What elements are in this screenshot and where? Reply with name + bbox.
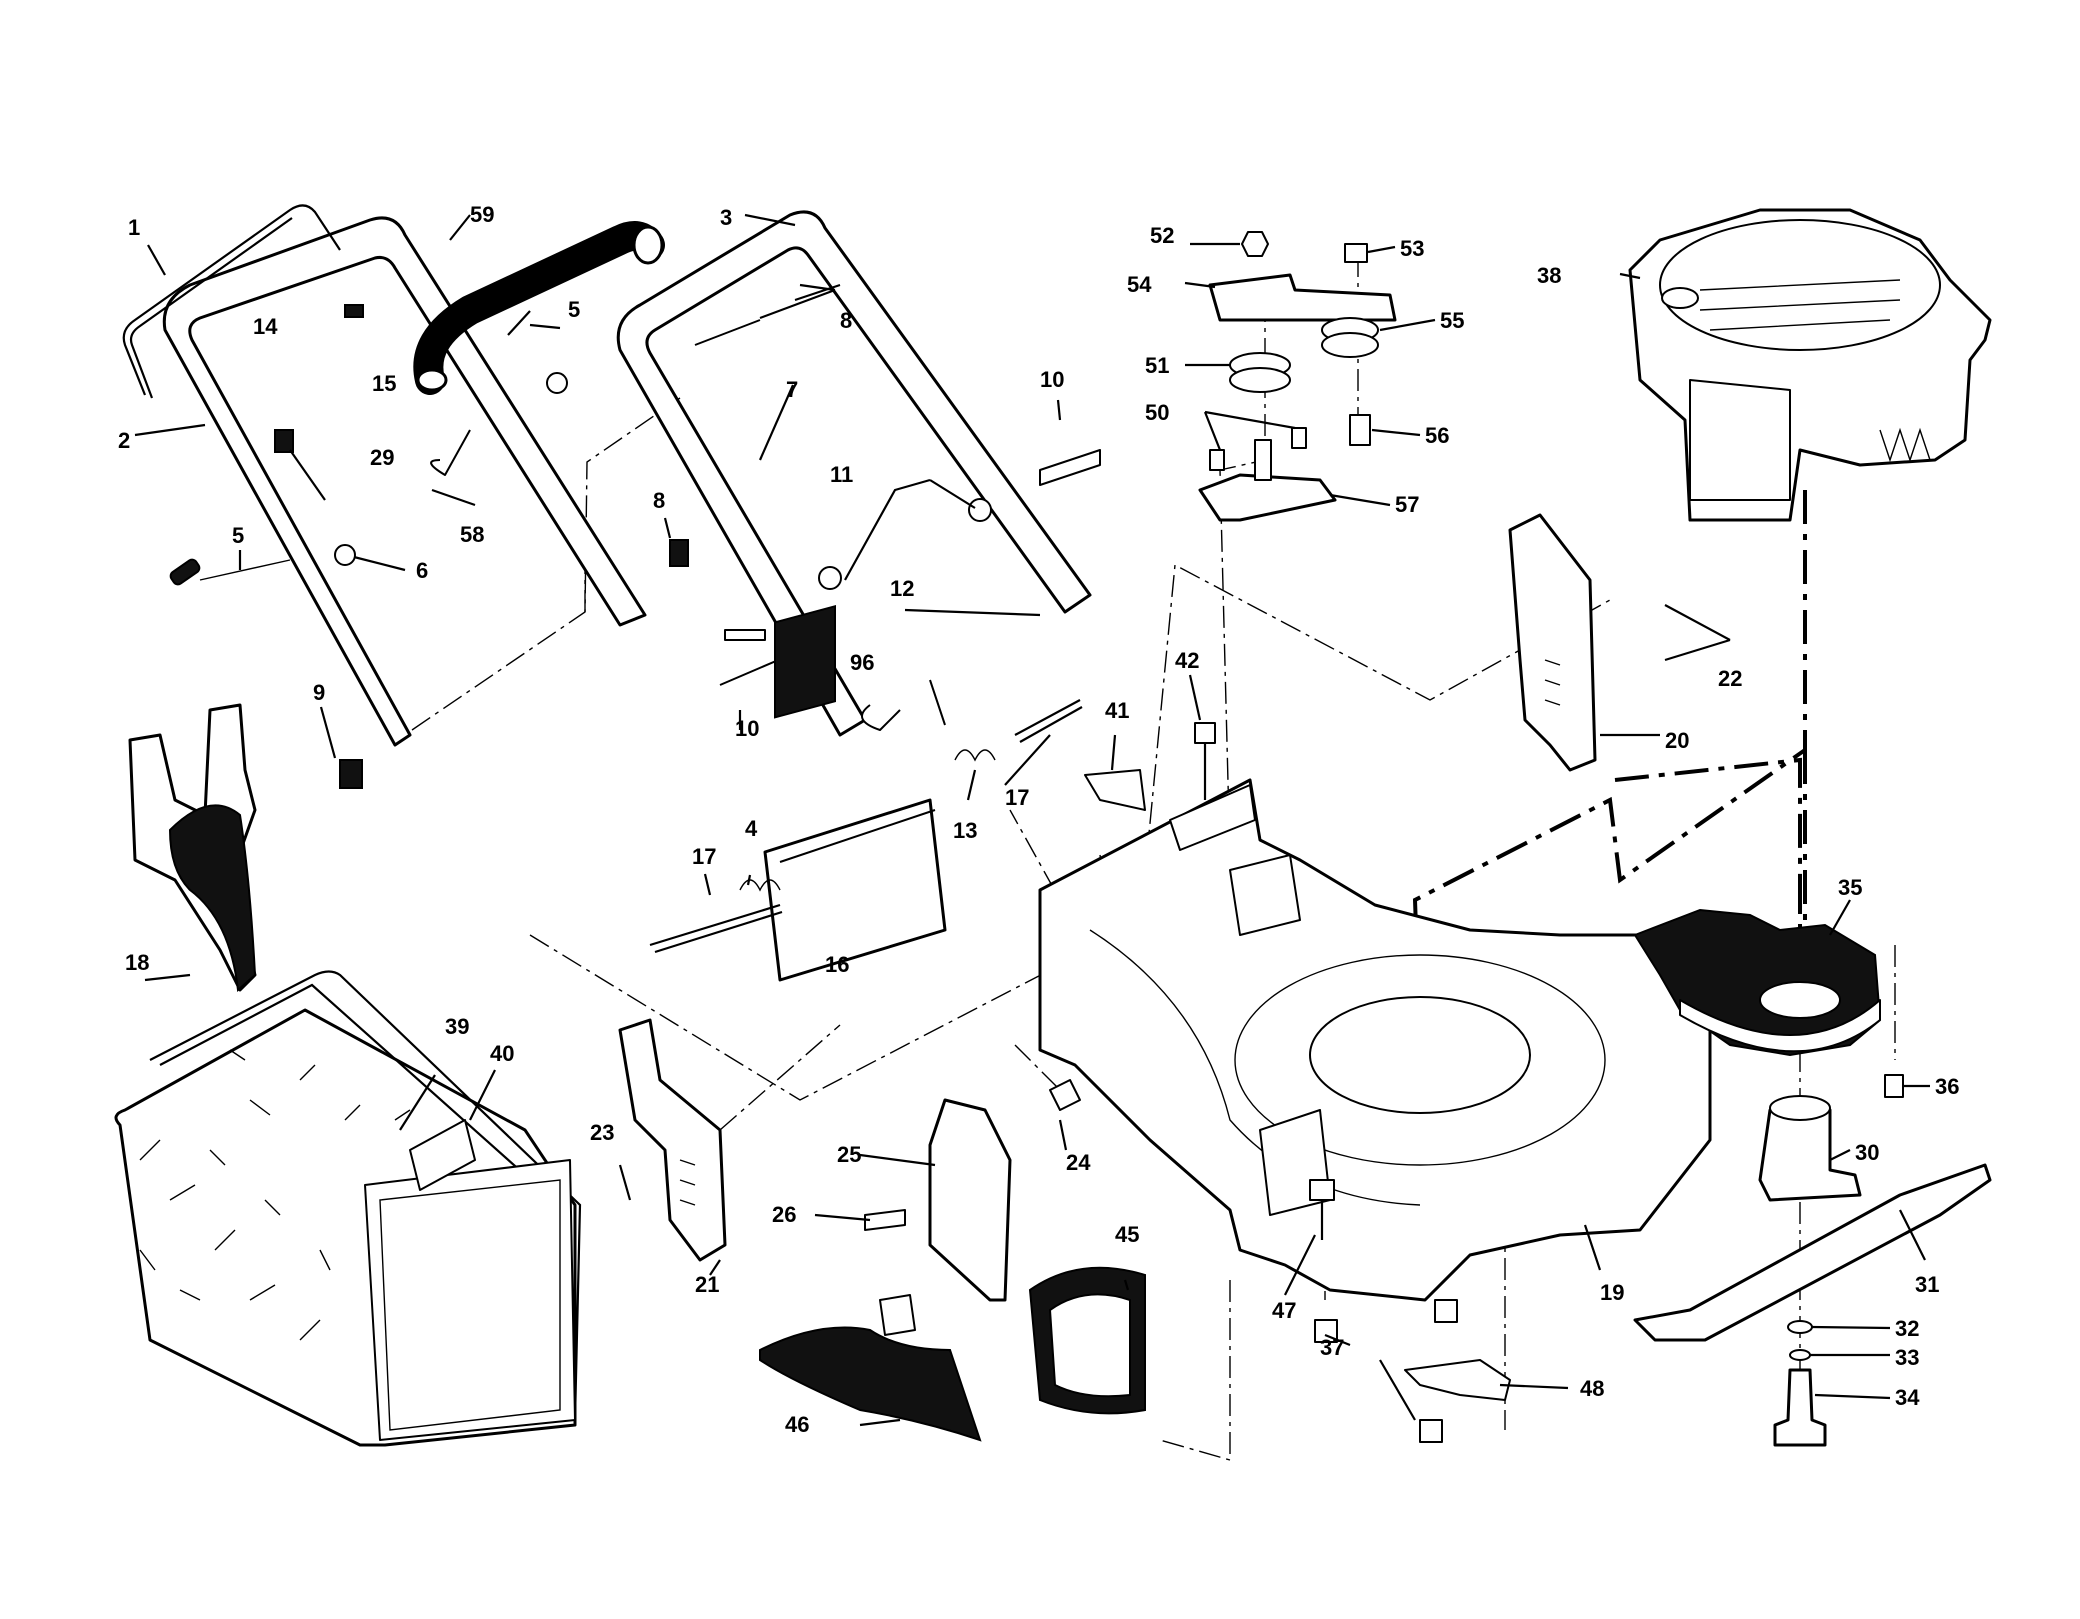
label-3: 4 <box>745 816 758 841</box>
label-10b: 10 <box>735 716 759 741</box>
label-37: 37 <box>1320 1335 1344 1360</box>
label-6: 7 <box>786 377 798 402</box>
label-41: 41 <box>1105 698 1129 723</box>
label-42: 42 <box>1175 648 1199 673</box>
label-11: 11 <box>830 462 853 487</box>
label-1: 2 <box>118 428 130 453</box>
label-31: 31 <box>1915 1272 1939 1297</box>
label-56: 56 <box>1425 423 1449 448</box>
label-10a: 10 <box>1040 367 1064 392</box>
label-5a: 5 <box>568 297 580 322</box>
label-25: 25 <box>837 1142 861 1167</box>
rear-door-16 <box>763 604 947 982</box>
rear-bracket-21 <box>618 1018 727 1262</box>
label-20: 20 <box>1665 728 1689 753</box>
rods-and-springs <box>649 699 1083 954</box>
pulley-assembly <box>1198 231 1397 522</box>
label-46: 46 <box>785 1412 809 1437</box>
label-33: 33 <box>1895 1345 1919 1370</box>
label-8b: 9 <box>313 680 325 705</box>
label-17b: 17 <box>692 844 716 869</box>
label-9: 1 <box>128 215 140 240</box>
label-59: 59 <box>470 202 494 227</box>
label-26: 26 <box>772 1202 796 1227</box>
label-34: 34 <box>1895 1385 1920 1410</box>
label-45: 45 <box>1115 1222 1139 1247</box>
label-54: 54 <box>1127 272 1152 297</box>
label-35: 35 <box>1838 875 1862 900</box>
label-13: 13 <box>953 818 977 843</box>
lower-handle-1 <box>162 216 647 747</box>
handle-hose-59 <box>413 221 665 395</box>
label-24: 24 <box>1066 1150 1091 1175</box>
label-21: 21 <box>695 1272 719 1297</box>
rear-bracket-20 <box>1508 513 1597 772</box>
engine-38 <box>1628 208 1992 522</box>
label-16: 16 <box>825 952 849 977</box>
label-8a: 8 <box>653 488 665 513</box>
label-7: 8 <box>840 308 852 333</box>
upper-handle-2 <box>616 210 1092 737</box>
label-4: 5 <box>232 523 244 548</box>
label-30: 30 <box>1855 1140 1879 1165</box>
part-labels: 1 2 3 4 5 5 6 7 8 8 9 10 10 11 12 13 14 … <box>118 202 1959 1437</box>
handle-hardware <box>169 284 1101 789</box>
label-96: 96 <box>850 650 874 675</box>
mower-deck-19 <box>1038 778 1712 1302</box>
label-22: 22 <box>1718 666 1742 691</box>
label-39: 39 <box>445 1014 469 1039</box>
mulching-plug-18 <box>128 703 257 993</box>
label-58: 58 <box>460 522 484 547</box>
label-40: 40 <box>490 1041 514 1066</box>
label-2: 3 <box>720 205 732 230</box>
label-12: 12 <box>890 576 914 601</box>
label-51: 51 <box>1145 353 1169 378</box>
blade-parts <box>1633 908 1992 1447</box>
label-32: 32 <box>1895 1316 1919 1341</box>
label-18: 18 <box>125 950 149 975</box>
label-5b: 6 <box>416 558 428 583</box>
label-23: 23 <box>590 1120 614 1145</box>
small-parts <box>759 722 1511 1443</box>
label-55: 55 <box>1440 308 1464 333</box>
leader-lines <box>134 213 1930 1427</box>
label-15: 15 <box>372 371 396 396</box>
bail-wire-9 <box>122 204 341 399</box>
label-47: 47 <box>1272 1298 1296 1323</box>
label-17a: 17 <box>1005 785 1029 810</box>
label-38: 38 <box>1537 263 1561 288</box>
grass-catcher-39-40 <box>114 970 582 1447</box>
label-50: 50 <box>1145 400 1169 425</box>
label-52: 52 <box>1150 223 1174 248</box>
label-29: 29 <box>370 445 394 470</box>
label-36: 36 <box>1935 1074 1959 1099</box>
label-53: 53 <box>1400 236 1424 261</box>
label-19: 19 <box>1600 1280 1624 1305</box>
label-48: 48 <box>1580 1376 1604 1401</box>
label-14: 14 <box>253 314 278 339</box>
label-57: 57 <box>1395 492 1419 517</box>
